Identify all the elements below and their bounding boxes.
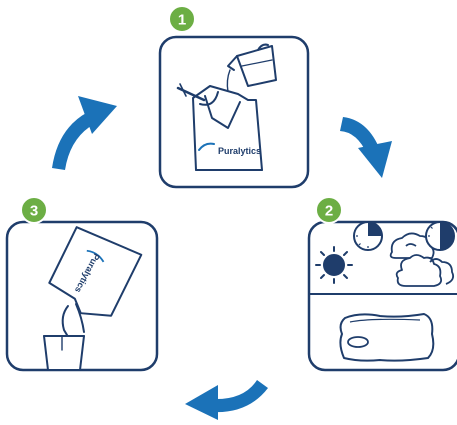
clock-icon [354, 222, 382, 250]
step-1-number: 1 [178, 12, 186, 29]
arrow-step2-to-step3 [185, 380, 268, 420]
arrow-step1-to-step2 [340, 117, 392, 178]
arrow-step3-to-step1 [52, 96, 117, 170]
step-2-number: 2 [325, 203, 333, 220]
step-3: Puralytics 3 [7, 197, 157, 370]
clock-icon [426, 222, 454, 250]
bag-icon [340, 314, 433, 361]
step-1: Puralytics 1 [160, 6, 308, 187]
step-2: 2 [309, 197, 457, 370]
step-3-number: 3 [30, 203, 38, 220]
step-1-brand-label: Puralytics [218, 146, 261, 156]
